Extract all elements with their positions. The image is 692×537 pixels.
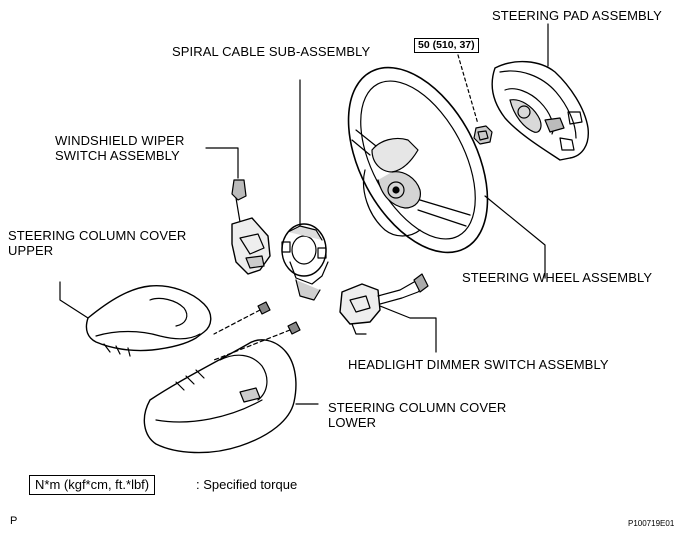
label-steering-pad-assembly: STEERING PAD ASSEMBLY: [492, 8, 662, 23]
column-cover-upper-part: [59, 281, 212, 357]
label-column-cover-upper-line1: STEERING COLUMN COVER: [8, 228, 187, 243]
nut-part: [457, 54, 493, 145]
wiper-switch-part: [205, 147, 271, 275]
screw-parts: [213, 301, 301, 361]
column-cover-lower-part: [143, 339, 319, 454]
torque-value-box: 50 (510, 37): [414, 38, 479, 53]
headlight-switch-part: [339, 273, 437, 353]
label-windshield-wiper-line1: WINDSHIELD WIPER: [55, 133, 185, 148]
label-column-cover-lower-line1: STEERING COLUMN COVER: [328, 400, 507, 415]
figure-code: P100719E01: [628, 519, 675, 528]
label-column-cover-upper-line2: UPPER: [8, 243, 54, 258]
steering-wheel-part: [347, 66, 489, 254]
label-headlight-dimmer-switch: HEADLIGHT DIMMER SWITCH ASSEMBLY: [348, 357, 609, 372]
spiral-cable-part: [281, 79, 329, 301]
steering-pad-part: [491, 60, 589, 161]
label-steering-wheel-assembly: STEERING WHEEL ASSEMBLY: [462, 270, 653, 285]
torque-legend-box: N*m (kgf*cm, ft.*lbf): [29, 475, 156, 495]
label-spiral-cable-sub-assembly: SPIRAL CABLE SUB-ASSEMBLY: [172, 44, 371, 59]
corner-mark: P: [10, 515, 18, 527]
label-windshield-wiper-line2: SWITCH ASSEMBLY: [55, 148, 180, 163]
torque-legend-description: : Specified torque: [196, 477, 298, 492]
label-column-cover-lower-line2: LOWER: [328, 415, 377, 430]
